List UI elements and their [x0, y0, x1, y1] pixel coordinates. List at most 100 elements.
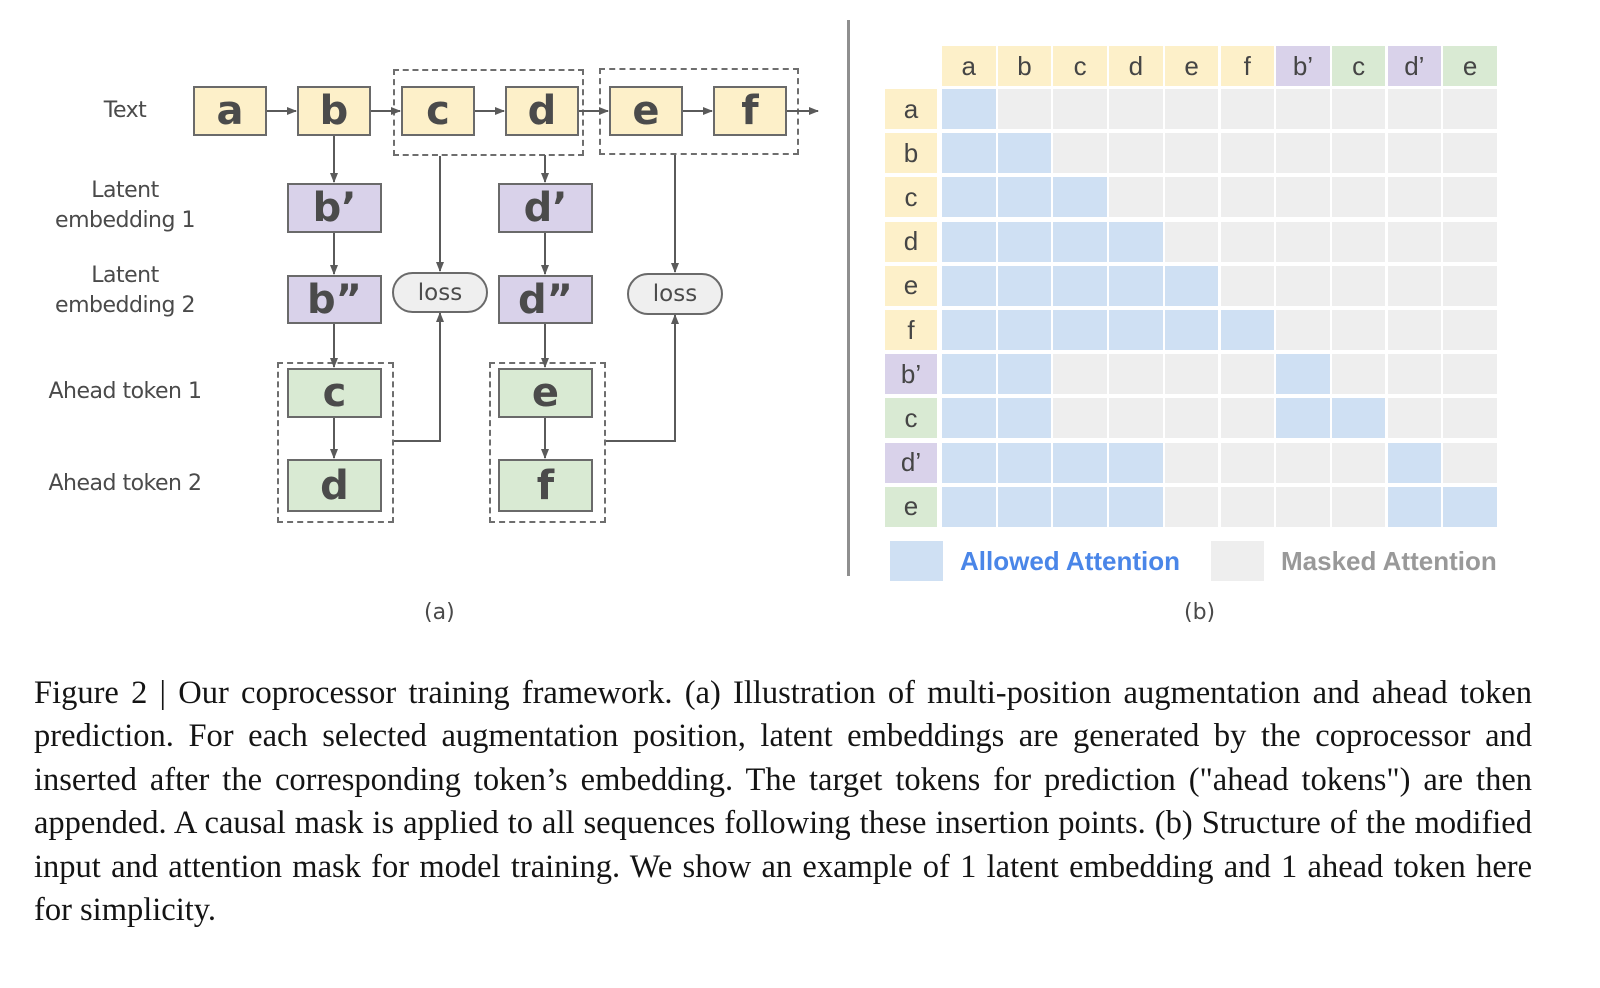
allowed-attention-cell — [942, 398, 996, 439]
masked-attention-cell — [1109, 177, 1163, 218]
ahead1-token-c: c — [287, 368, 382, 418]
masked-attention-cell — [1220, 221, 1274, 262]
masked-attention-cell — [1443, 265, 1497, 306]
masked-attention-cell — [1220, 133, 1274, 174]
row-label-latent-2-line1: Latent — [91, 263, 159, 288]
allowed-attention-cell — [1053, 265, 1107, 306]
masked-attention-cell — [1387, 310, 1442, 350]
masked-attention-cell — [1331, 177, 1386, 218]
masked-attention-cell — [1331, 133, 1386, 174]
arrow-ahead-ef-loss — [606, 314, 679, 442]
text-token-b: b — [297, 86, 371, 136]
allowed-attention-cell — [942, 442, 996, 483]
masked-attention-cell — [1276, 310, 1330, 350]
masked-attention-cell — [1220, 89, 1274, 129]
row-label-ahead-2: Ahead token 2 — [48, 471, 202, 496]
column-header: e — [1443, 46, 1497, 86]
masked-attention-cell — [1109, 398, 1163, 439]
masked-attention-cell — [1109, 354, 1163, 395]
masked-attention-cell — [1387, 398, 1442, 439]
sub-caption-b: (b) — [1184, 600, 1216, 625]
masked-attention-cell — [1109, 133, 1163, 174]
masked-attention-cell — [1331, 442, 1386, 483]
allowed-attention-cell — [1276, 354, 1330, 395]
sub-caption-a: (a) — [424, 600, 455, 625]
masked-attention-cell — [1220, 442, 1274, 483]
masked-attention-cell — [1443, 177, 1497, 218]
allowed-attention-cell — [1109, 486, 1163, 527]
masked-attention-cell — [1220, 177, 1274, 218]
allowed-attention-cell — [997, 442, 1052, 483]
row-label-latent-2: Latent embedding 2 — [25, 261, 225, 321]
row-header: f — [885, 310, 937, 350]
allowed-attention-cell — [942, 310, 996, 350]
loss-node-1: loss — [392, 272, 488, 313]
allowed-attention-cell — [1276, 398, 1330, 439]
allowed-attention-cell — [1443, 486, 1497, 527]
masked-attention-cell — [1164, 133, 1219, 174]
masked-attention-cell — [1164, 442, 1219, 483]
row-header: c — [885, 398, 937, 439]
legend-label-allowed: Allowed Attention — [960, 546, 1181, 576]
masked-attention-cell — [1443, 221, 1497, 262]
ahead1-token-e: e — [498, 368, 593, 418]
column-header: d — [1109, 46, 1163, 86]
column-header: c — [1053, 46, 1107, 86]
masked-attention-cell — [1164, 89, 1219, 129]
allowed-attention-cell — [1053, 177, 1107, 218]
ahead2-token-f: f — [498, 459, 593, 512]
masked-attention-cell — [1443, 310, 1497, 350]
masked-attention-cell — [1387, 265, 1442, 306]
row-header: e — [885, 265, 937, 306]
masked-attention-cell — [1331, 354, 1386, 395]
masked-attention-cell — [1164, 398, 1219, 439]
masked-attention-cell — [1276, 442, 1330, 483]
allowed-attention-cell — [1109, 310, 1163, 350]
row-label-text: Text — [103, 98, 147, 123]
allowed-attention-cell — [997, 354, 1052, 395]
column-header: d’ — [1387, 46, 1442, 86]
masked-attention-cell — [1331, 221, 1386, 262]
masked-attention-cell — [1331, 89, 1386, 129]
masked-attention-cell — [1387, 89, 1442, 129]
masked-attention-cell — [1276, 89, 1330, 129]
latent1-token-b: b’ — [287, 183, 382, 233]
masked-attention-cell — [1443, 398, 1497, 439]
allowed-attention-cell — [942, 221, 996, 262]
allowed-attention-cell — [997, 265, 1052, 306]
masked-attention-cell — [1220, 265, 1274, 306]
masked-attention-cell — [1053, 354, 1107, 395]
masked-attention-cell — [1109, 89, 1163, 129]
allowed-attention-cell — [1109, 442, 1163, 483]
row-header: a — [885, 89, 937, 129]
row-label-ahead-1: Ahead token 1 — [48, 379, 202, 404]
masked-attention-cell — [1053, 133, 1107, 174]
column-header: b’ — [1276, 46, 1330, 86]
column-header: a — [942, 46, 996, 86]
legend-swatch-masked — [1211, 541, 1264, 581]
diagram-arrows — [266, 107, 819, 459]
allowed-attention-cell — [1331, 398, 1386, 439]
allowed-attention-cell — [942, 354, 996, 395]
text-token-c: c — [401, 86, 475, 136]
row-label-latent-1-line1: Latent — [91, 178, 159, 203]
masked-attention-cell — [1053, 89, 1107, 129]
masked-attention-cell — [1387, 221, 1442, 262]
allowed-attention-cell — [1109, 265, 1163, 306]
allowed-attention-cell — [997, 177, 1052, 218]
masked-attention-cell — [1331, 265, 1386, 306]
row-header: d — [885, 221, 937, 262]
masked-attention-cell — [1164, 486, 1219, 527]
masked-attention-cell — [1276, 221, 1330, 262]
masked-attention-cell — [1443, 442, 1497, 483]
allowed-attention-cell — [942, 133, 996, 174]
masked-attention-cell — [1220, 398, 1274, 439]
masked-attention-cell — [1053, 398, 1107, 439]
legend-swatch-allowed — [890, 541, 943, 581]
legend-label-masked: Masked Attention — [1281, 546, 1497, 576]
allowed-attention-cell — [1109, 221, 1163, 262]
row-header: d’ — [885, 442, 937, 483]
column-header: e — [1164, 46, 1219, 86]
allowed-attention-cell — [1220, 310, 1274, 350]
masked-attention-cell — [1387, 354, 1442, 395]
